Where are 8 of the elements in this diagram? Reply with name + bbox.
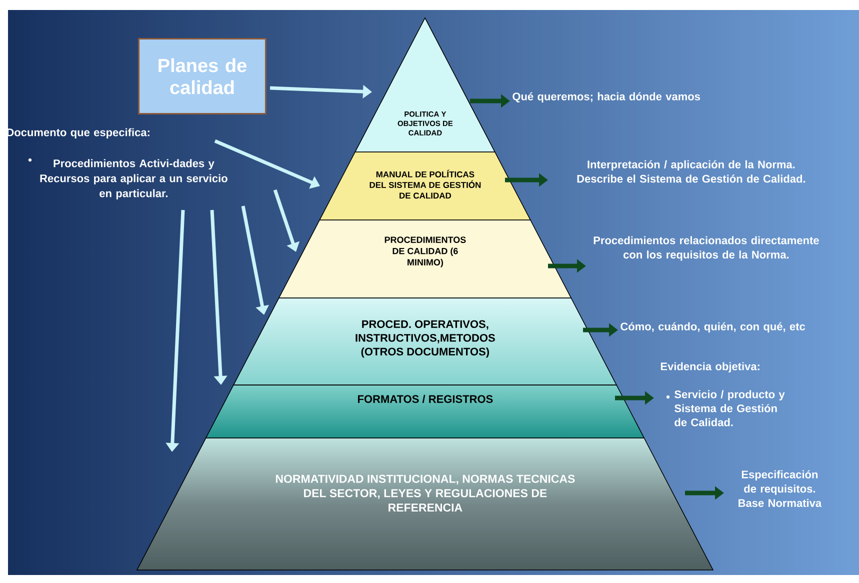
description-text: Documento que especifica: Procedimientos Activi-dades y Recursos para aplicar a un servicio en particular. xyxy=(6,128,228,200)
description-text: Interpretación / aplicación de la Norma. Describe el Sistema de Gestión de Calidad. xyxy=(577,160,806,183)
description-text: Procedimientos relacionados directamente con los requisitos de la Norma. xyxy=(594,236,819,261)
description-text: Especificación de requisitos. Base Normativa xyxy=(738,470,822,507)
description-text: Qué queremos; hacia dónde vamos xyxy=(512,92,700,103)
description-text: Evidencia objetiva: Servicio / producto y Sistema de Gestión de Calidad. xyxy=(660,362,785,426)
title-box: Planes de calidad xyxy=(138,38,266,114)
description-text: Cómo, cuándo, quién, con qué, etc xyxy=(620,322,806,333)
